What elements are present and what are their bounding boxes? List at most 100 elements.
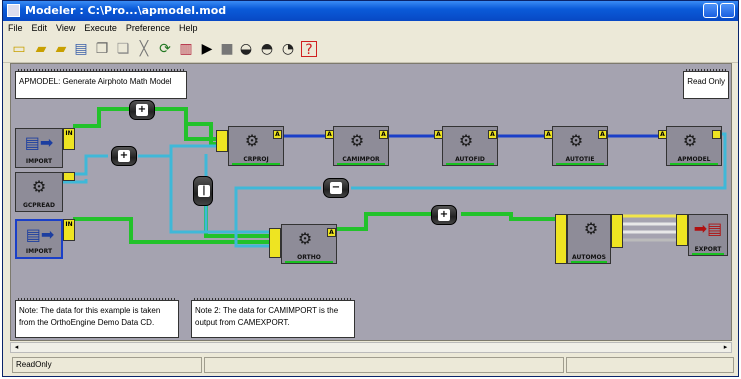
crproj-in-port[interactable] [216,130,228,152]
port-a-label-9: A [329,229,334,236]
step-over-icon[interactable]: ◔ [281,41,295,57]
plus-icon-2: + [118,150,130,162]
app-icon [7,4,20,17]
import-1-in-port[interactable]: IN [63,128,75,150]
import-node-1[interactable]: ▤➡ IMPORT [15,128,63,168]
filter-vertical[interactable]: | [193,176,213,206]
model-title-note[interactable]: APMODEL: Generate Airphoto Math Model [15,69,187,99]
refresh-icon[interactable]: ⟳ [159,41,171,57]
autofid-label: AUTOFID [455,156,485,163]
crproj-a-port[interactable]: A [273,130,282,139]
filter-plus-3[interactable]: + [431,205,457,225]
import-2-in-port[interactable]: IN [63,219,75,241]
plus-icon: + [136,104,148,116]
automos-node[interactable]: ⚙ AUTOMOS [567,214,611,264]
camimpor-status-bar [337,163,385,165]
import-node-2[interactable]: ▤➡ IMPORT [15,219,63,259]
library-icon[interactable]: ▥ [179,41,193,57]
automos-out-ports[interactable] [611,214,623,248]
paste-icon[interactable]: ❏ [116,41,130,57]
apmodel-status-bar [670,163,718,165]
title-bar[interactable]: Modeler : C:\Pro...\apmodel.mod [3,1,738,21]
read-only-note[interactable]: Read Only [683,69,729,99]
scroll-left-icon[interactable]: ◂ [14,343,19,351]
crproj-icon: ⚙ [244,131,260,150]
cut-icon[interactable]: ╳ [139,41,149,57]
port-in-label-2: IN [65,221,73,228]
note-2-text: Note 2: The data for CAMIMPORT is the ou… [195,306,339,327]
filter-plus-2[interactable]: + [111,146,137,166]
menu-help[interactable]: Help [178,23,198,33]
process-icon: ⚙ [31,177,47,196]
ortho-a-out[interactable]: A [327,228,336,237]
open-folder-icon[interactable]: ▰ [55,41,67,57]
horizontal-scrollbar[interactable]: ◂ ▸ [10,342,732,353]
gcpread-node[interactable]: ⚙ GCPREAD [15,172,63,212]
autotie-label: AUTOTIE [565,156,595,163]
autotie-node[interactable]: ⚙ AUTOTIE [552,126,608,166]
help-icon[interactable]: ? [301,41,317,58]
open-icon[interactable]: ▰ [35,41,47,57]
save-icon[interactable]: ▤ [74,41,88,57]
window-title: Modeler : C:\Pro...\apmodel.mod [25,4,227,17]
connection-wires [51,107,727,248]
import-icon: ▤➡ [24,133,54,152]
automos-label: AUTOMOS [572,254,606,261]
automos-icon: ⚙ [583,219,599,238]
scroll-right-icon[interactable]: ▸ [723,343,728,351]
copy-icon[interactable]: ❐ [95,41,109,57]
run-icon[interactable]: ▶ [201,41,213,57]
autofid-a-out[interactable]: A [488,130,497,139]
filter-minus[interactable]: − [323,178,349,198]
minimize-button[interactable] [703,3,718,18]
export-icon: ➡▤ [693,219,723,238]
menu-view[interactable]: View [56,23,76,33]
plus-icon-3: + [438,209,450,221]
model-canvas[interactable]: APMODEL: Generate Airphoto Math Model Re… [10,63,732,341]
automos-in-ports[interactable] [555,214,567,264]
autotie-a-out[interactable]: A [598,130,607,139]
gcpread-port[interactable] [63,172,75,181]
menu-bar: File Edit View Execute Preference Help [3,21,738,37]
port-a-label-1: A [275,131,280,138]
status-panel-2 [204,357,564,373]
crproj-status-bar [232,163,280,165]
autotie-status-bar [556,163,604,165]
port-a-label-2: A [327,131,332,138]
stop-icon[interactable]: ■ [220,41,234,57]
step-into-icon[interactable]: ◓ [260,41,274,57]
port-a-label-4: A [436,131,441,138]
new-icon[interactable]: ▭ [12,41,26,57]
apmodel-out-port[interactable] [712,130,721,139]
menu-edit[interactable]: Edit [31,23,48,33]
port-in-label: IN [65,130,73,137]
filter-plus-1[interactable]: + [129,100,155,120]
export-node[interactable]: ➡▤ EXPORT [688,214,728,256]
maximize-button[interactable] [720,3,735,18]
apmodel-node[interactable]: ⚙ APMODEL [666,126,722,166]
status-bar: ReadOnly [3,354,738,376]
status-panel-3 [566,357,734,373]
automos-status-bar [571,261,607,263]
menu-file[interactable]: File [8,23,23,33]
autofid-icon: ⚙ [458,131,474,150]
minus-icon: − [330,182,342,194]
menu-preference[interactable]: Preference [125,23,170,33]
port-a-label-5: A [490,131,495,138]
note-1[interactable]: Note: The data for this example is taken… [15,298,179,338]
camimpor-icon: ⚙ [349,131,365,150]
autofid-node[interactable]: ⚙ AUTOFID [442,126,498,166]
export-status-bar [692,253,724,255]
camimpor-label: CAMIMPOR [342,156,380,163]
model-title-text: APMODEL: Generate Airphoto Math Model [19,77,172,86]
note-2[interactable]: Note 2: The data for CAMIMPORT is the ou… [191,298,355,338]
ortho-label: ORTHO [297,254,321,261]
apmodel-icon: ⚙ [682,131,698,150]
step-icon[interactable]: ◒ [239,41,253,57]
export-in-ports[interactable] [676,214,688,246]
autofid-status-bar [446,163,494,165]
camimpor-a-out[interactable]: A [379,130,388,139]
ortho-in-ports[interactable] [269,228,281,258]
menu-execute[interactable]: Execute [84,23,117,33]
